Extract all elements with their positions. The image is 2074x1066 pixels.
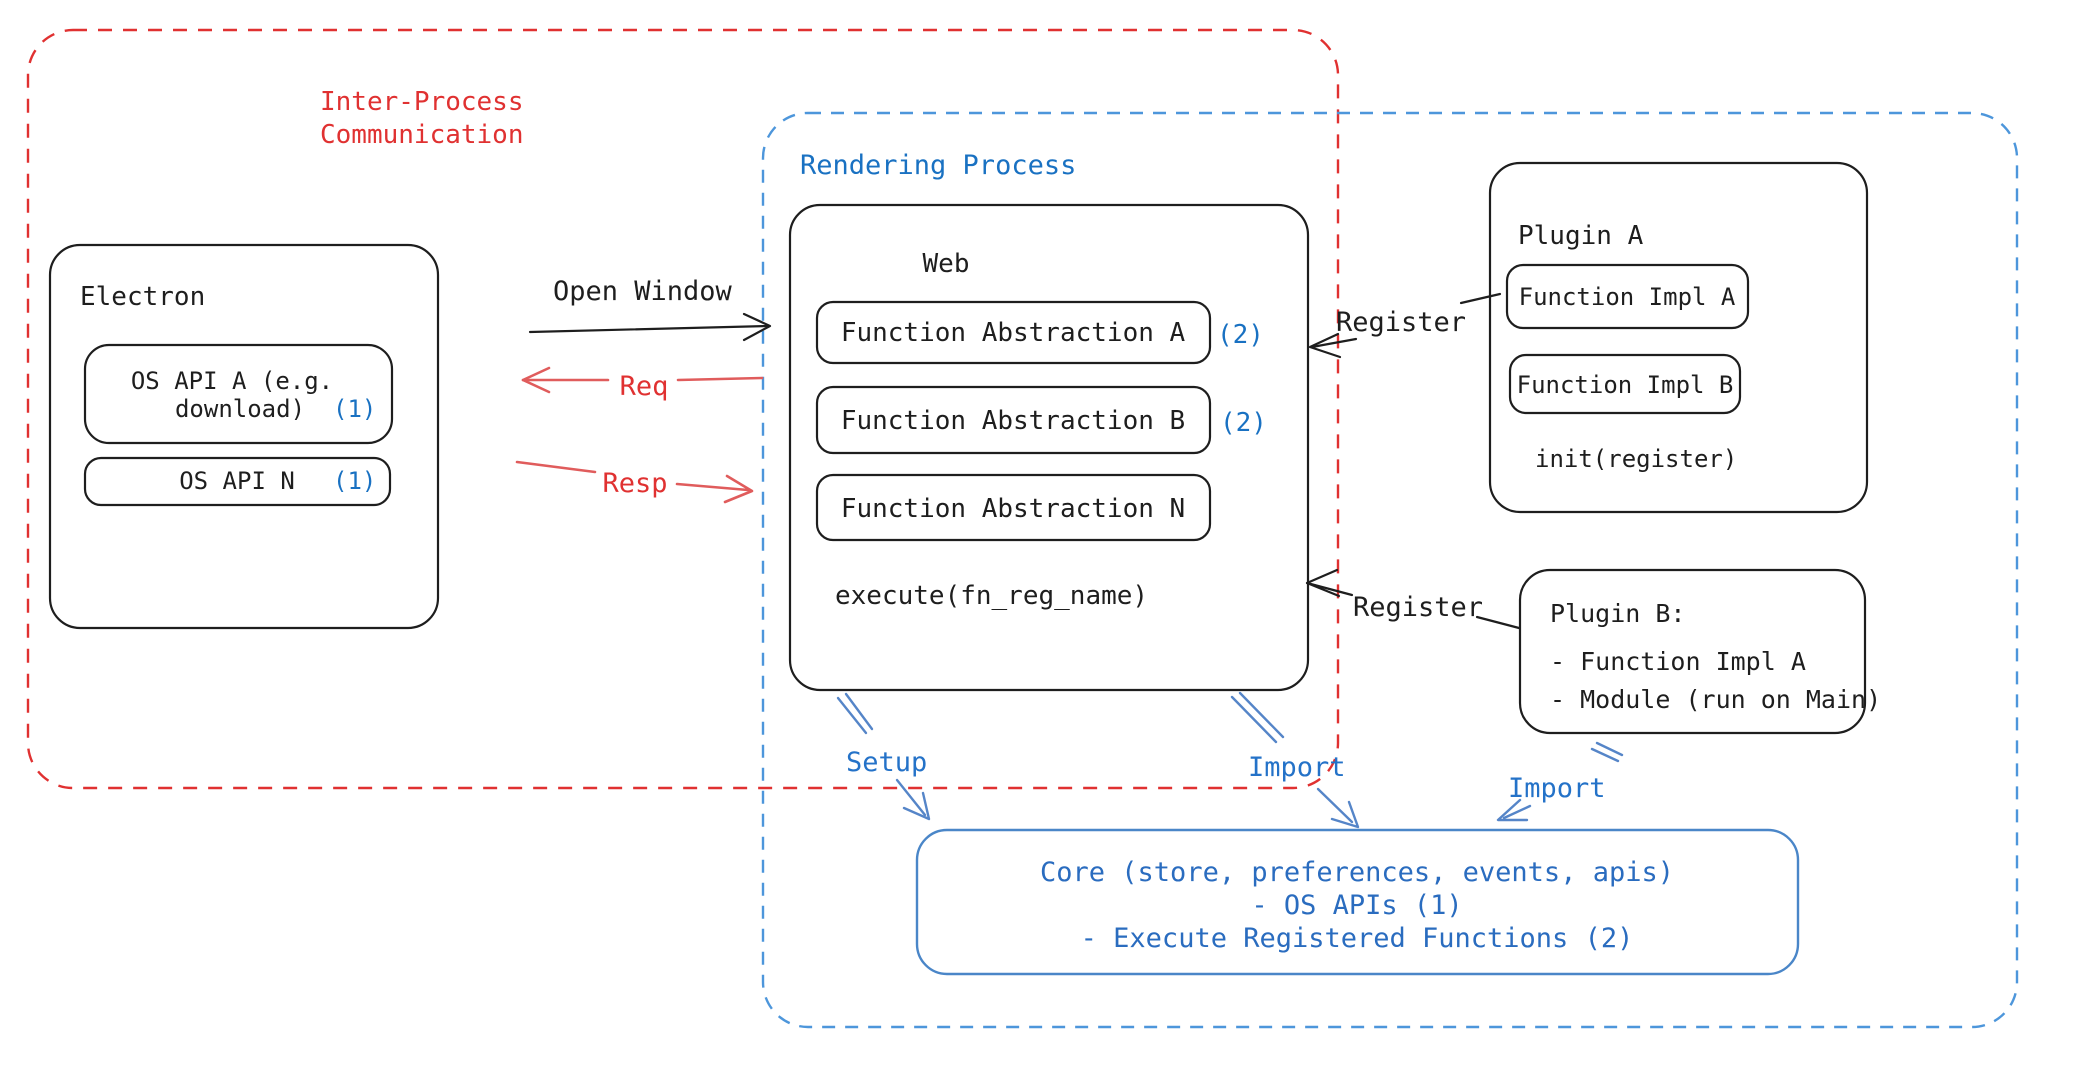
import-web-arrowhead bbox=[1330, 800, 1360, 829]
plugin-b-node: Plugin B: - Function Impl A - Module (ru… bbox=[1518, 568, 1881, 735]
register-plugin-b-arrowhead bbox=[1305, 568, 1341, 598]
import-plugin-b-arrowhead bbox=[1496, 798, 1529, 822]
register-plugin-a-arrow: Register bbox=[1308, 292, 1502, 359]
function-impl-b-label: Function Impl B bbox=[1517, 371, 1734, 399]
plugin-b-line2: - Module (run on Main) bbox=[1550, 685, 1881, 714]
req-label: Req bbox=[620, 371, 669, 402]
req-arrow: Req bbox=[521, 366, 764, 402]
web-node: Web Function Abstraction A (2) Function … bbox=[788, 203, 1310, 692]
rendering-process-region: Rendering Process bbox=[761, 111, 2019, 1029]
setup-label: Setup bbox=[846, 747, 927, 778]
import-plugin-b-leader-1 bbox=[1590, 747, 1620, 763]
register-plugin-b-label: Register bbox=[1353, 592, 1483, 623]
import-web-arrow: Import bbox=[1230, 691, 1360, 829]
setup-arrow: Setup bbox=[836, 692, 931, 821]
electron-title: Electron bbox=[80, 282, 205, 312]
ipc-region-label-line1: Inter-Process bbox=[320, 87, 524, 117]
rendering-process-label: Rendering Process bbox=[800, 150, 1076, 181]
core-line3: - Execute Registered Functions (2) bbox=[1081, 923, 1634, 954]
plugin-a-node: Plugin A Function Impl A Function Impl B… bbox=[1488, 161, 1869, 514]
open-window-arrow: Open Window bbox=[528, 276, 772, 342]
os-api-n-label: OS API N bbox=[179, 467, 295, 495]
import-plugin-b-arrow: Import bbox=[1496, 741, 1624, 822]
init-register-label: init(register) bbox=[1535, 445, 1737, 473]
import-web-leader-2 bbox=[1238, 691, 1285, 739]
web-box bbox=[788, 203, 1310, 692]
register-plugin-a-arrowhead bbox=[1308, 332, 1342, 359]
function-abstraction-a-badge: (2) bbox=[1217, 320, 1264, 350]
register-plugin-a-leader bbox=[1459, 292, 1502, 305]
setup-arrowhead bbox=[902, 791, 931, 821]
import-plugin-b-line bbox=[1502, 804, 1532, 820]
function-abstraction-n-label: Function Abstraction N bbox=[841, 494, 1185, 524]
setup-leader-2 bbox=[844, 692, 874, 731]
os-api-a-label-line2: download) bbox=[175, 395, 305, 423]
register-plugin-b-arrow: Register bbox=[1305, 568, 1521, 630]
req-arrowhead bbox=[521, 366, 551, 394]
os-api-a-box bbox=[83, 343, 394, 445]
function-impl-a-label: Function Impl A bbox=[1519, 283, 1736, 311]
import-plugin-b-leader-2 bbox=[1595, 741, 1624, 757]
execute-label: execute(fn_reg_name) bbox=[835, 581, 1148, 611]
function-abstraction-a-box bbox=[815, 300, 1212, 365]
web-title: Web bbox=[923, 249, 970, 279]
setup-leader-1 bbox=[836, 696, 868, 735]
core-box bbox=[915, 828, 1800, 976]
ipc-region: Inter-Process Communication bbox=[26, 28, 1340, 790]
core-line1: Core (store, preferences, events, apis) bbox=[1040, 857, 1674, 888]
resp-label: Resp bbox=[602, 468, 667, 499]
ipc-region-border bbox=[26, 28, 1340, 790]
plugin-b-line1: - Function Impl A bbox=[1550, 647, 1806, 676]
os-api-n-badge: (1) bbox=[333, 467, 376, 495]
open-window-arrowhead bbox=[742, 312, 772, 342]
import-web-line bbox=[1316, 787, 1354, 824]
os-api-a-label-line1: OS API A (e.g. bbox=[131, 367, 333, 395]
core-line2: - OS APIs (1) bbox=[1251, 890, 1462, 921]
resp-line-right bbox=[675, 482, 750, 492]
resp-arrow: Resp bbox=[515, 460, 754, 504]
plugin-b-title: Plugin B: bbox=[1550, 599, 1685, 628]
register-plugin-a-line bbox=[1310, 337, 1358, 349]
plugin-a-title: Plugin A bbox=[1518, 221, 1644, 251]
electron-node: Electron OS API A (e.g. download) (1) OS… bbox=[48, 243, 440, 630]
import-web-leader-1 bbox=[1230, 695, 1278, 744]
os-api-n-box bbox=[83, 456, 392, 507]
core-node: Core (store, preferences, events, apis) … bbox=[915, 828, 1800, 976]
function-abstraction-b-box bbox=[815, 385, 1212, 455]
import-plugin-b-label: Import bbox=[1508, 773, 1606, 804]
function-abstraction-b-label: Function Abstraction B bbox=[841, 406, 1185, 436]
electron-box bbox=[48, 243, 440, 630]
setup-line bbox=[895, 778, 927, 817]
register-plugin-a-label: Register bbox=[1336, 307, 1466, 338]
function-abstraction-n-box bbox=[815, 473, 1212, 542]
os-api-a-badge: (1) bbox=[333, 395, 376, 423]
open-window-label: Open Window bbox=[553, 276, 733, 307]
function-abstraction-a-label: Function Abstraction A bbox=[841, 318, 1186, 348]
function-impl-b-box bbox=[1508, 353, 1742, 415]
rendering-process-border bbox=[761, 111, 2019, 1029]
ipc-region-label-line2: Communication bbox=[320, 120, 524, 150]
register-plugin-b-leader bbox=[1475, 615, 1521, 630]
req-line-right bbox=[676, 376, 764, 382]
open-window-line bbox=[528, 324, 770, 334]
function-impl-a-box bbox=[1505, 263, 1750, 330]
resp-line-left bbox=[515, 460, 597, 474]
plugin-b-box bbox=[1518, 568, 1867, 735]
plugin-a-box bbox=[1488, 161, 1869, 514]
resp-arrowhead bbox=[723, 474, 754, 504]
import-web-label: Import bbox=[1248, 752, 1346, 783]
function-abstraction-b-badge: (2) bbox=[1220, 408, 1267, 438]
